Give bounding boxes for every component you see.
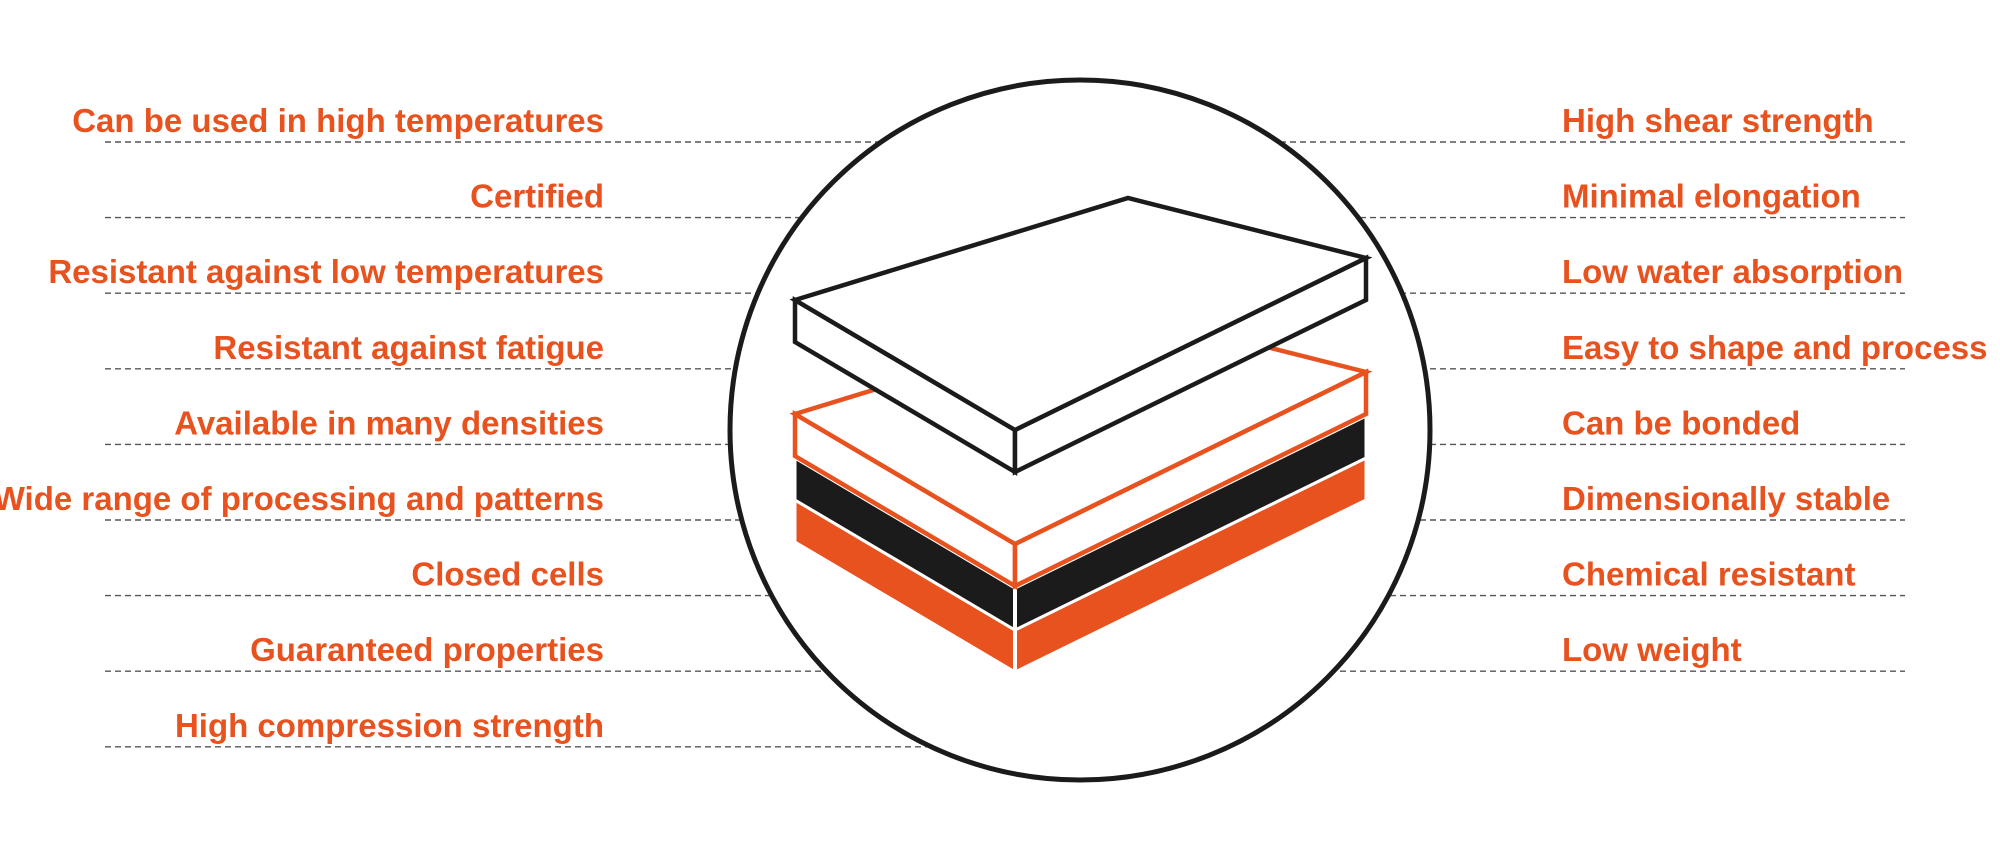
right-feature-label: Low water absorption (1562, 253, 1903, 290)
right-feature-label: Easy to shape and process (1562, 329, 1988, 366)
left-feature-label: Resistant against fatigue (213, 329, 604, 366)
left-feature-label: Certified (470, 178, 604, 215)
left-feature-label: Can be used in high temperatures (72, 102, 604, 139)
right-feature-label: Can be bonded (1562, 404, 1800, 441)
right-feature-label: Low weight (1562, 631, 1742, 668)
layer-white-outline-top-face (789, 195, 1373, 433)
right-feature-label: Chemical resistant (1562, 556, 1855, 593)
right-feature-label: High shear strength (1562, 102, 1874, 139)
right-feature-label: Minimal elongation (1562, 178, 1861, 215)
layer-stack (789, 195, 1373, 675)
right-feature-label: Dimensionally stable (1562, 480, 1890, 517)
left-feature-label: Closed cells (411, 556, 604, 593)
layer-white-outline (789, 195, 1373, 476)
left-feature-list: Can be used in high temperaturesCertifie… (0, 102, 604, 744)
left-feature-label: Resistant against low temperatures (48, 253, 604, 290)
left-feature-label: Wide range of processing and patterns (0, 480, 604, 517)
left-feature-label: Available in many densities (174, 404, 604, 441)
left-feature-label: High compression strength (175, 707, 604, 744)
left-feature-label: Guaranteed properties (250, 631, 604, 668)
